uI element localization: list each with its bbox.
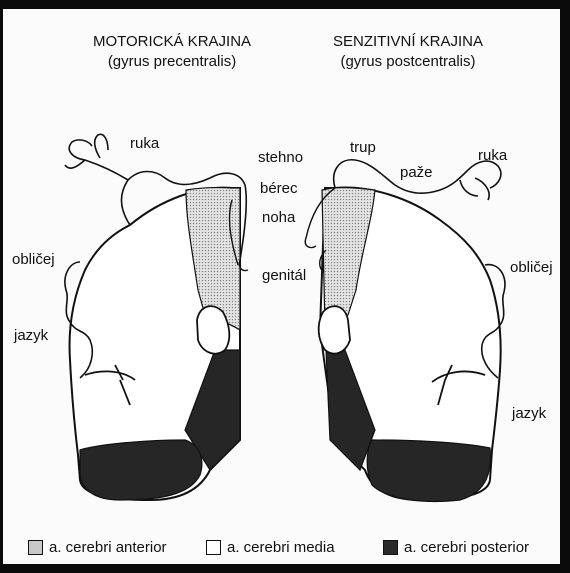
- left-occipital-pole: [80, 440, 202, 500]
- right-hemisphere: [305, 160, 505, 502]
- right-hand: [460, 161, 501, 200]
- right-occipital-pole: [367, 440, 490, 501]
- diagram-page: MOTORICKÁ KRAJINA (gyrus precentralis) S…: [3, 9, 560, 564]
- legend-item-media: a. cerebri media: [206, 539, 335, 556]
- left-hemisphere: [65, 134, 248, 500]
- label-left-jazyk: jazyk: [13, 327, 49, 344]
- label-right-jazyk: jazyk: [511, 405, 547, 422]
- label-right-ruka: ruka: [478, 147, 508, 164]
- legend-label-media: a. cerebri media: [227, 539, 335, 556]
- left-hand: [65, 134, 128, 180]
- label-right-paze: paže: [400, 164, 433, 181]
- legend-swatch-posterior: [383, 540, 398, 555]
- legend: a. cerebri anterior a. cerebri media a. …: [28, 539, 548, 561]
- left-subtitle: (gyrus precentralis): [108, 53, 236, 70]
- label-left-stehno: stehno: [258, 149, 303, 166]
- right-subtitle: (gyrus postcentralis): [340, 53, 475, 70]
- left-medial-ventricle: [197, 306, 229, 353]
- legend-label-anterior: a. cerebri anterior: [49, 539, 167, 556]
- legend-swatch-anterior: [28, 540, 43, 555]
- right-medial-ventricle: [319, 306, 350, 353]
- label-left-noha: noha: [262, 209, 296, 226]
- legend-label-posterior: a. cerebri posterior: [404, 539, 529, 556]
- label-left-ruka: ruka: [130, 135, 160, 152]
- label-left-genital: genitál: [262, 267, 306, 284]
- label-right-oblicej: obličej: [510, 259, 553, 276]
- label-left-berec: bérec: [260, 180, 298, 197]
- legend-swatch-media: [206, 540, 221, 555]
- label-left-oblicej: obličej: [12, 251, 55, 268]
- left-title: MOTORICKÁ KRAJINA: [93, 33, 251, 50]
- legend-item-anterior: a. cerebri anterior: [28, 539, 167, 556]
- homunculus-diagram: MOTORICKÁ KRAJINA (gyrus precentralis) S…: [3, 9, 560, 564]
- right-title: SENZITIVNÍ KRAJINA: [333, 33, 483, 50]
- legend-item-posterior: a. cerebri posterior: [383, 539, 529, 556]
- label-right-trup: trup: [350, 139, 376, 156]
